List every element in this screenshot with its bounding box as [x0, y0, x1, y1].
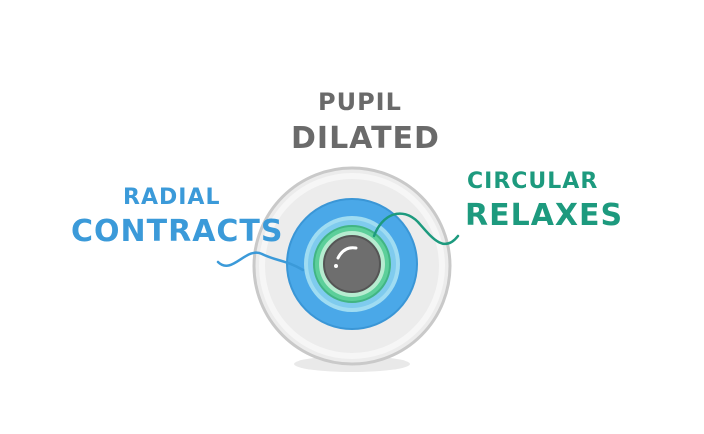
- circular-muscle-title: CIRCULAR: [467, 169, 599, 194]
- circular-pointer-line: [372, 212, 460, 246]
- radial-muscle-state: CONTRACTS: [71, 214, 284, 249]
- pupil-highlight-arc: [336, 246, 358, 260]
- circular-muscle-state: RELAXES: [465, 198, 624, 233]
- pupil-highlight-dot: [334, 264, 338, 268]
- radial-muscle-title: RADIAL: [123, 185, 221, 210]
- pupil-title: PUPIL: [318, 88, 402, 116]
- sclera-highlight: [259, 173, 445, 359]
- radial-pointer-line: [216, 251, 305, 272]
- pupil: [323, 235, 381, 293]
- pupil-state: DILATED: [291, 121, 440, 156]
